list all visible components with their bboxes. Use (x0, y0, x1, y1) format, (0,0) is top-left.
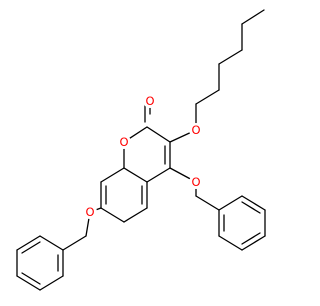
hexyloxy-oxygen-label: O (191, 123, 200, 137)
bond-c5-c6 (123, 207, 148, 223)
bond-bz7-r5 (16, 235, 41, 251)
benzyloxy4-oxygen: O (189, 175, 203, 189)
bond-bz4-r2 (241, 195, 266, 211)
bond-bz7-d2 (21, 272, 41, 285)
bond-bz4-d2 (241, 232, 261, 245)
benzyloxy7-oxygen-label: O (85, 205, 94, 219)
bond-ch2-ph-bz4 (195, 195, 220, 211)
bond-c2-c3 (146, 126, 171, 143)
molecule-diagram: O O O O O (16, 9, 266, 291)
bond-c4-c4a (146, 167, 171, 183)
ring-oxygen-label: O (119, 135, 128, 149)
bond-ch2-ph-bz7 (62, 235, 87, 251)
bond-c6-c7 (100, 207, 125, 223)
bond-bz4-r1 (218, 195, 243, 211)
bond-hexyl-3 (218, 49, 243, 65)
bond-bz4-d1 (241, 201, 261, 214)
bond-layer (16, 9, 266, 291)
ring-oxygen: O (117, 135, 131, 149)
bond-bz7-r2 (39, 275, 64, 291)
bond-bz7-d3 (21, 241, 41, 254)
benzyloxy4-oxygen-label: O (191, 175, 200, 189)
bond-hexyl-5 (241, 9, 265, 25)
bond-bz4-r5 (218, 235, 243, 251)
bond-bz7-r6 (39, 235, 64, 251)
bond-bz7-r3 (16, 275, 41, 291)
atom-label-layer: O O O O O (83, 94, 203, 219)
bond-c4a-c8a (123, 167, 148, 183)
hexyloxy-oxygen: O (189, 123, 203, 137)
bond-c8-c8a (100, 167, 125, 183)
bond-bz4-r4 (241, 235, 266, 251)
benzyloxy7-oxygen: O (83, 205, 97, 219)
carbonyl-oxygen-label: O (145, 94, 154, 108)
carbonyl-oxygen: O (143, 94, 157, 108)
bond-hexyl-1 (195, 89, 220, 105)
